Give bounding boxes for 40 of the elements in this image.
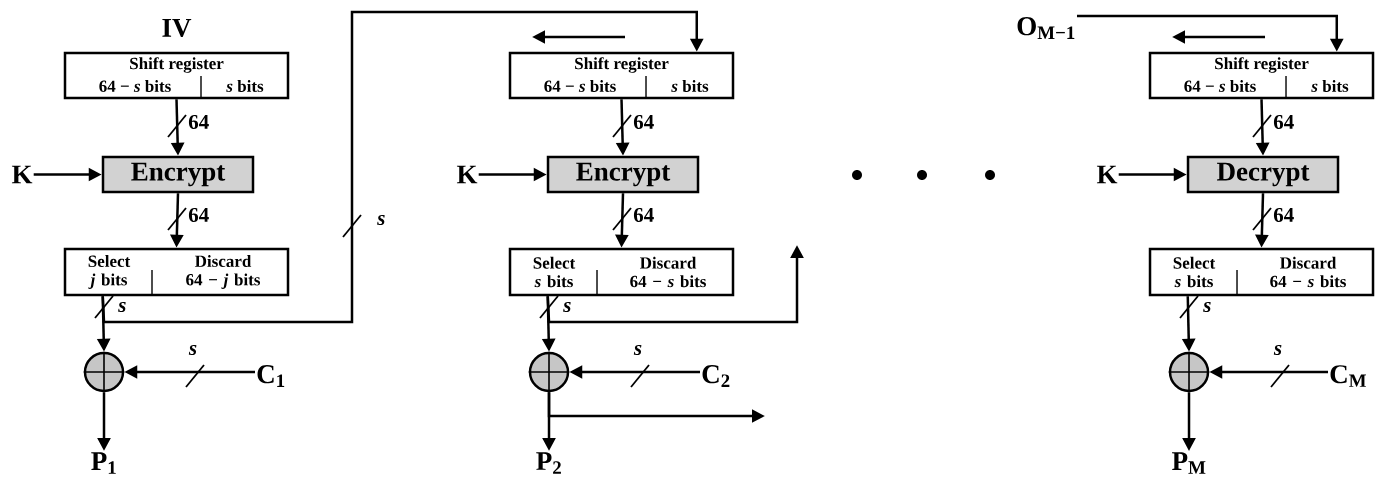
shift-register-box: Shift register 64 − s bits s bits [1148, 51, 1375, 100]
edge-label: 64 [633, 114, 654, 130]
arrow [101, 10, 704, 324]
signal-label: K [1096, 165, 1118, 184]
edge-label: 64 [1273, 207, 1294, 223]
edge-label: s [377, 214, 385, 226]
xor-symbol [1167, 350, 1211, 394]
signal-label: K [456, 165, 478, 184]
select-discard-box: Select s bits Discard 64 − s bits [1148, 247, 1375, 297]
edge-label: 64 [188, 207, 209, 223]
edge-label: s [118, 301, 126, 313]
signal-label: O$_{M−1}$ [1017, 17, 1075, 39]
xor-symbol [527, 350, 571, 394]
xor-symbol [82, 350, 126, 394]
signal-label: P$_{2}$ [536, 452, 561, 474]
signal-label: P$_{M}$ [1172, 452, 1206, 474]
node-label: s bits [226, 80, 264, 92]
shift-register-box: Shift register 64 − s bits s bits [508, 51, 735, 100]
edge-label: s [633, 344, 642, 356]
cipher-box: Decrypt [1186, 155, 1340, 194]
node-label: Shift register [130, 57, 224, 73]
select-discard-box: Select s bits Discard 64 − s bits [508, 247, 735, 297]
register-label: IV [162, 18, 192, 38]
signal-label: C$_{1}$ [257, 365, 285, 387]
edge-label: s [188, 344, 197, 356]
signal-label: C$_{M}$ [1330, 365, 1366, 387]
edge-label: s [1203, 301, 1211, 313]
edge-label: s [563, 301, 571, 313]
shift-register-box: Shift register 64 − s bits s bits [63, 51, 290, 100]
cipher-box: Encrypt [546, 155, 700, 194]
edge-label: 64 [1273, 114, 1294, 130]
select-discard-box: Select j bits Discard 64 − j bits [63, 247, 290, 297]
cipher-box: Encrypt [101, 155, 255, 194]
signal-label: P$_{1}$ [91, 452, 116, 474]
edge-label: s [1273, 344, 1282, 356]
signal-label: C$_{2}$ [702, 365, 730, 387]
signal-label: K [11, 165, 33, 184]
node-label: 64 − s bits [99, 80, 171, 92]
edge-label: 64 [633, 207, 654, 223]
edge-label: 64 [188, 114, 209, 130]
